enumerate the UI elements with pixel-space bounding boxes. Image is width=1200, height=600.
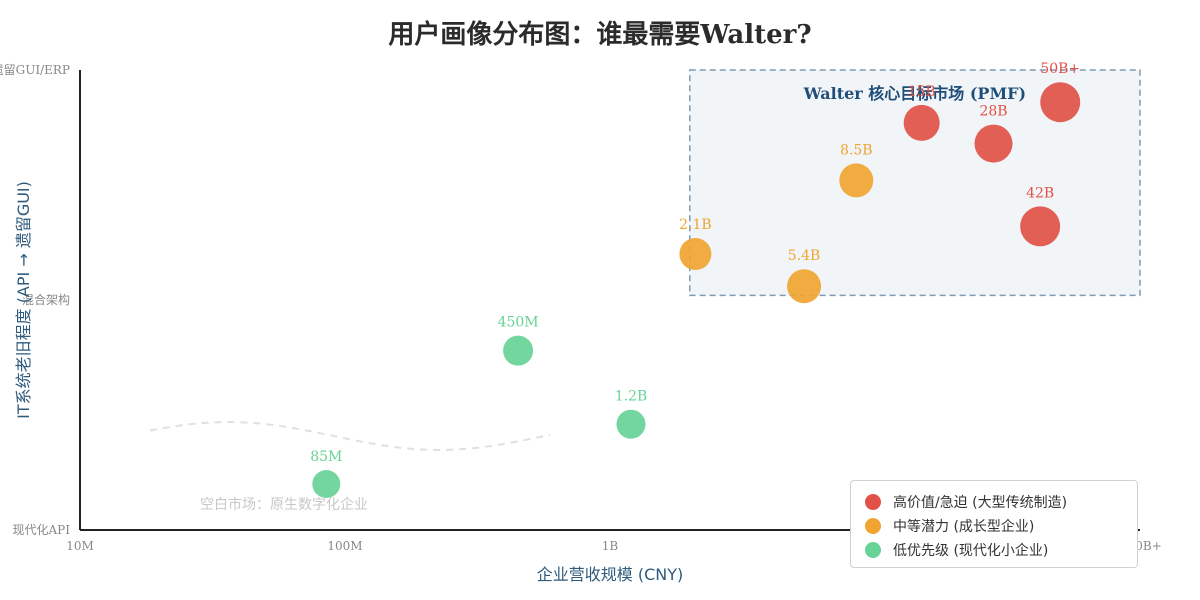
x-axis-label: 企业营收规模 (CNY): [537, 565, 684, 584]
y-tick-label: 混合架构: [22, 292, 70, 307]
data-point: [974, 124, 1013, 163]
legend-item: 低优先级 (现代化小企业): [865, 538, 1125, 562]
x-tick-label: 10M: [66, 539, 94, 553]
data-point: [839, 163, 874, 198]
legend-label: 中等潜力 (成长型企业): [893, 519, 1035, 535]
chart-title: 用户画像分布图：谁最需要Walter?: [388, 20, 812, 50]
legend-swatch: [865, 494, 881, 510]
legend-label: 高价值/急迫 (大型传统制造): [893, 495, 1068, 511]
data-point-label: 50B+: [1040, 61, 1080, 77]
legend-label: 低优先级 (现代化小企业): [893, 543, 1049, 559]
blank-market-label: 空白市场：原生数字化企业: [200, 496, 368, 513]
y-tick-label: 现代化API: [13, 523, 71, 537]
data-point: [679, 238, 712, 270]
legend-item: 高价值/急迫 (大型传统制造): [865, 490, 1125, 514]
data-point: [1040, 82, 1081, 123]
y-axis-label: IT系统老旧程度 (API → 遗留GUI): [14, 181, 33, 419]
target-zone-label: Walter 核心目标市场 (PMF): [803, 84, 1026, 103]
data-point-label: 28B: [979, 104, 1007, 120]
legend: 高价值/急迫 (大型传统制造) 中等潜力 (成长型企业) 低优先级 (现代化小企业): [850, 480, 1138, 568]
data-point-label: 5.4B: [788, 248, 821, 264]
data-point: [616, 409, 646, 439]
data-point-label: 1.2B: [615, 389, 648, 405]
data-point: [1020, 206, 1061, 247]
data-point: [503, 335, 534, 366]
data-point: [787, 269, 822, 304]
data-point: [903, 104, 940, 141]
legend-swatch: [865, 542, 881, 558]
legend-swatch: [865, 518, 881, 534]
data-point-label: 2.1B: [679, 217, 712, 233]
data-point-label: 450M: [498, 315, 539, 331]
x-tick-label: 100M: [327, 539, 362, 553]
data-point: [312, 470, 341, 498]
data-point-label: 15B: [908, 84, 936, 100]
blank-market-wave: [149, 420, 551, 452]
legend-item: 中等潜力 (成长型企业): [865, 514, 1125, 538]
data-point-label: 85M: [310, 449, 342, 465]
data-point-label: 42B: [1026, 185, 1054, 201]
x-tick-label: 1B: [602, 539, 619, 553]
data-point-label: 8.5B: [840, 142, 873, 158]
y-tick-label: 遗留GUI/ERP: [0, 63, 70, 77]
